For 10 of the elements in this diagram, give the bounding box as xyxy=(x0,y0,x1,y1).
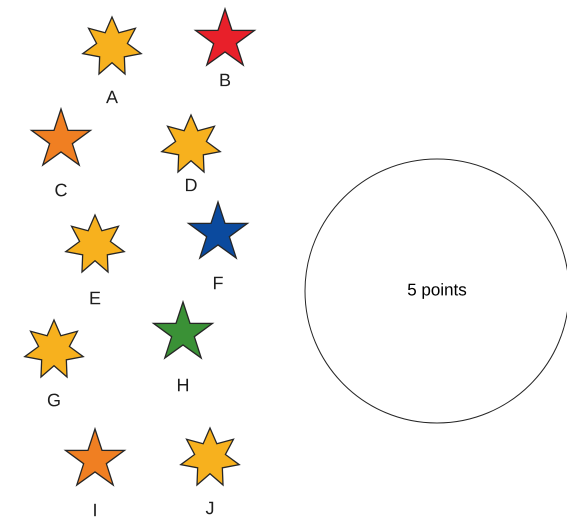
star-label: B xyxy=(220,74,230,86)
star-label: C xyxy=(55,184,67,196)
star-label: D xyxy=(186,178,197,192)
star-label: F xyxy=(214,276,223,290)
star-label: I xyxy=(94,504,96,516)
star-label: G xyxy=(48,394,60,406)
star-label: H xyxy=(178,378,188,392)
star-label: J xyxy=(206,502,214,514)
star-label: A xyxy=(106,90,118,104)
star-label: E xyxy=(90,292,100,304)
